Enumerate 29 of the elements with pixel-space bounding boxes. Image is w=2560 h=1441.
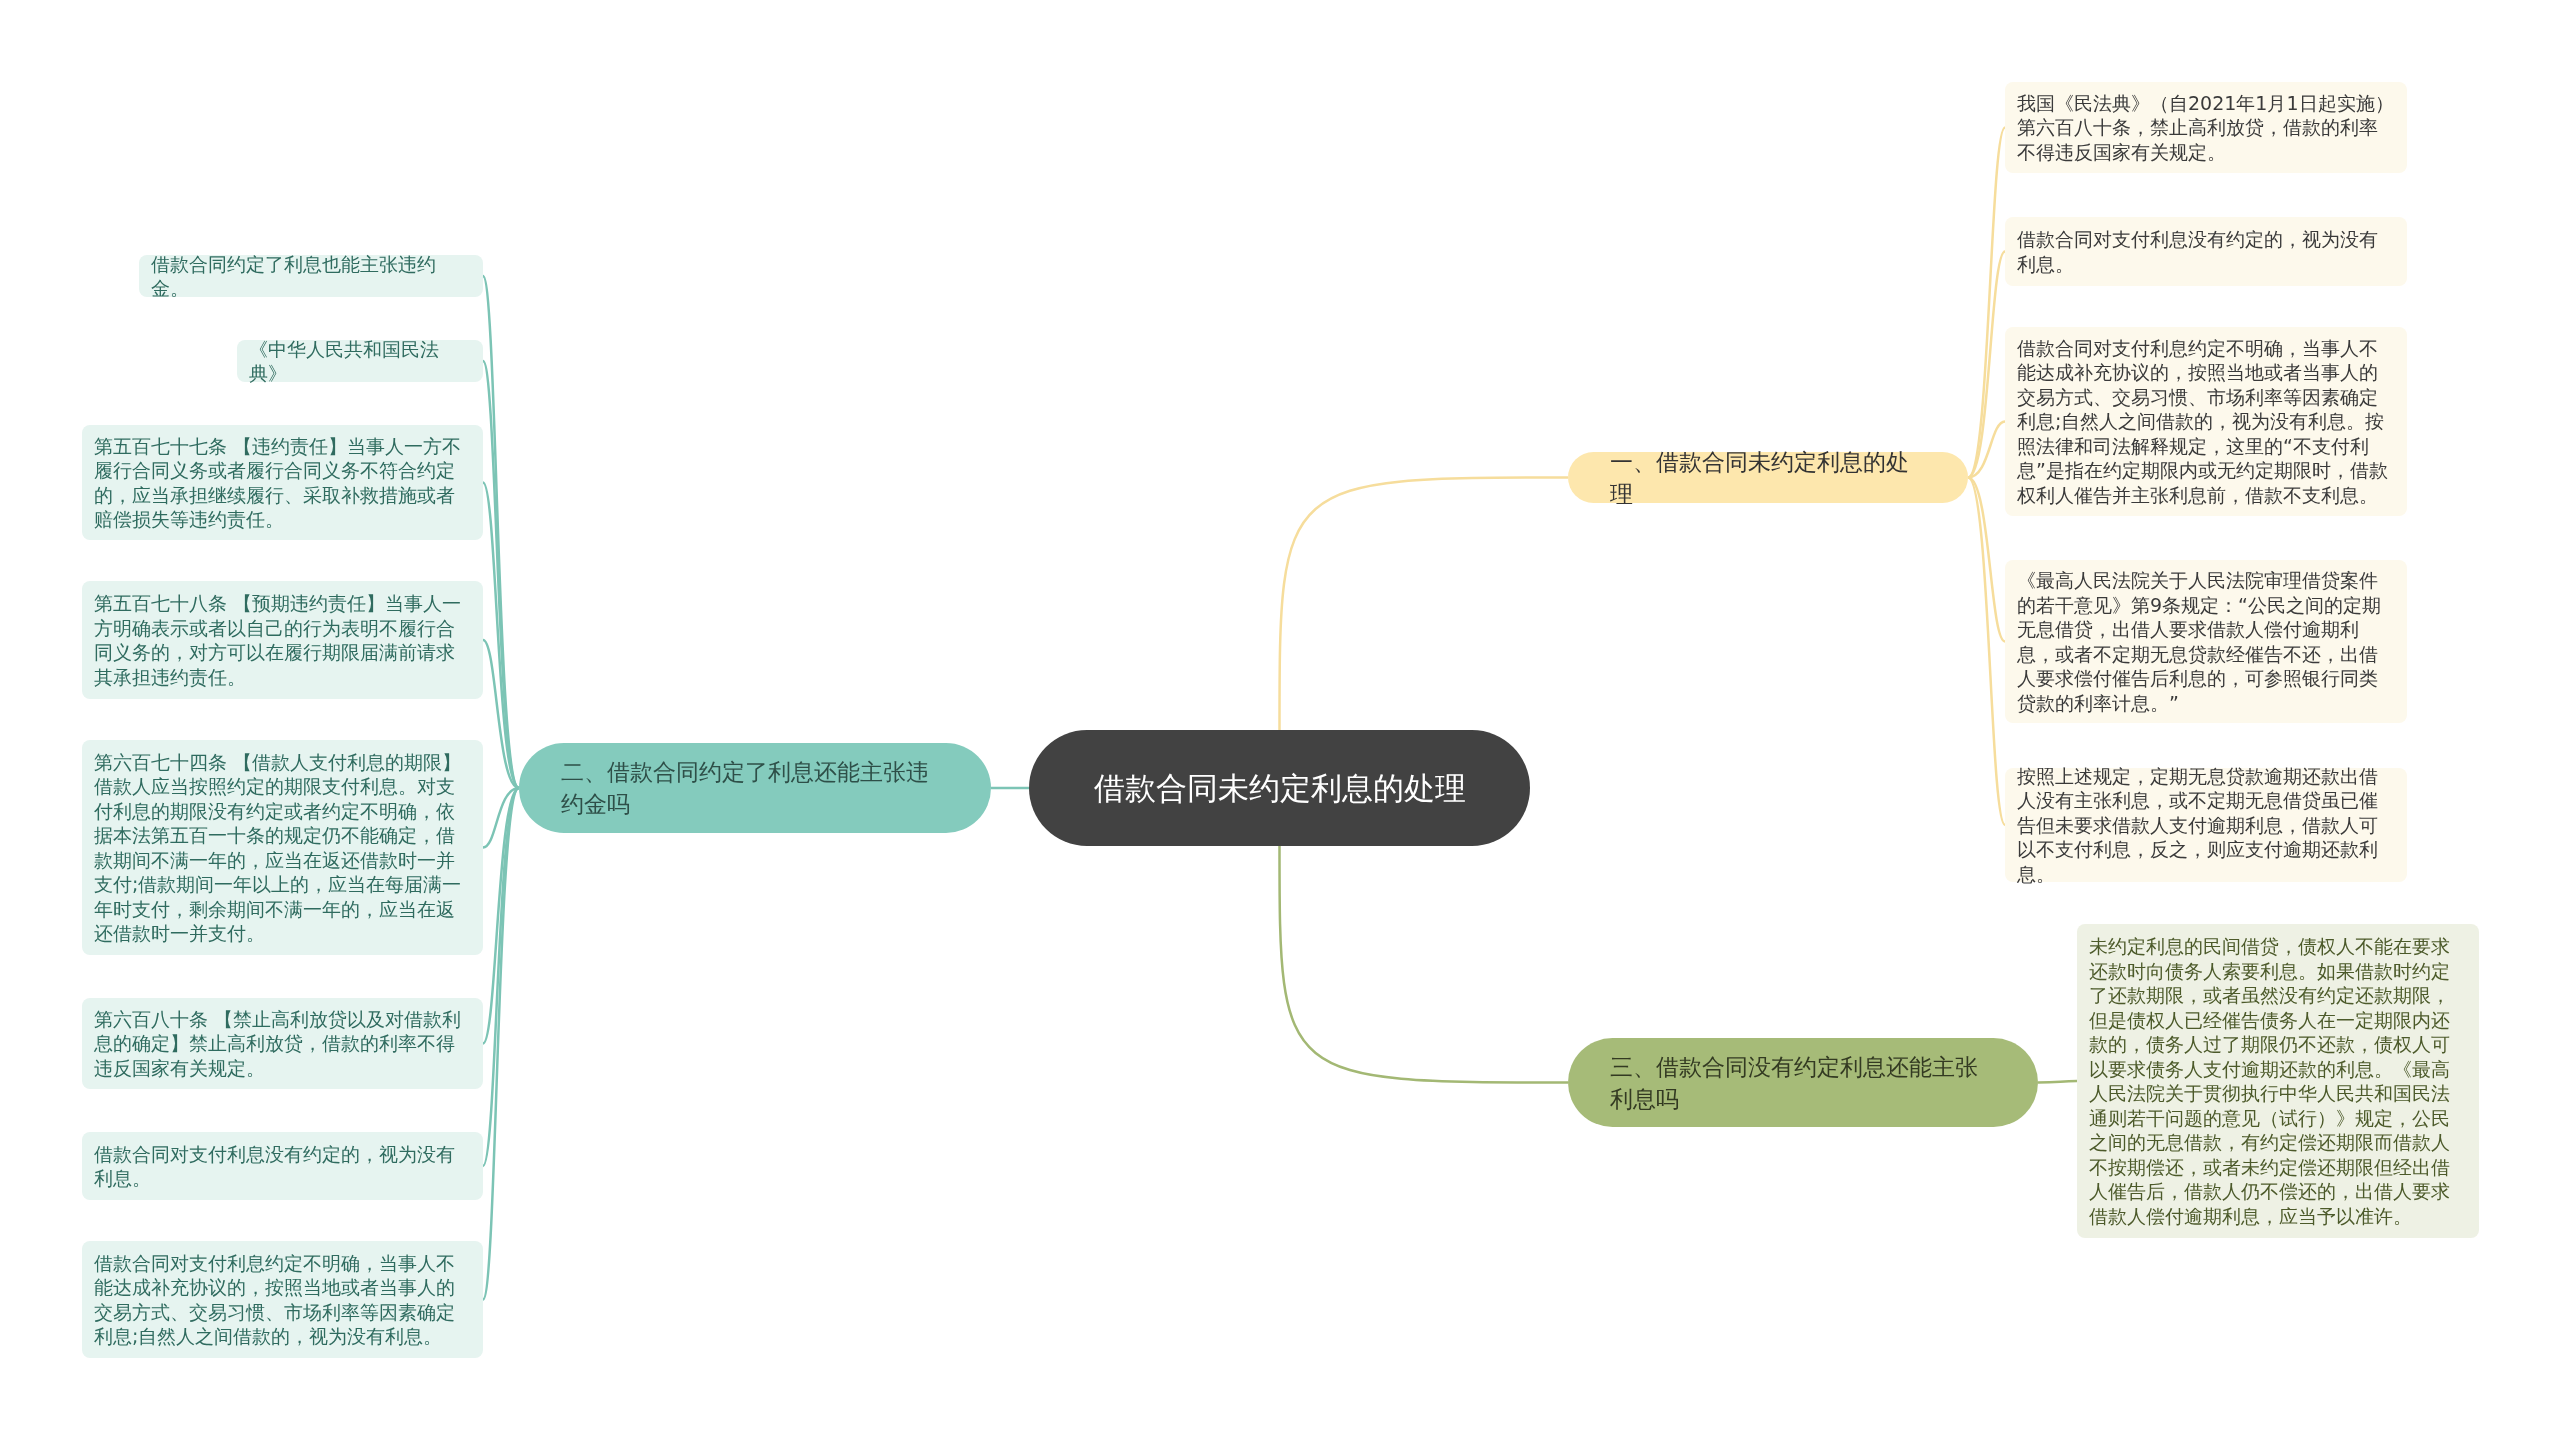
connector-line (991, 786, 1029, 790)
note-box: 第五百七十七条 【违约责任】当事人一方不履行合同义务或者履行合同义务不符合约定的，应当承担继续履行、采取补救措施或者赔偿损失等违约责任。 (82, 425, 483, 540)
connector-line (481, 481, 520, 789)
connector-line (481, 787, 521, 1167)
note-box: 第六百八十条 【禁止高利放贷以及对借款利息的确定】禁止高利放贷，借款的利率不得违反国家有关规定。 (82, 998, 483, 1089)
note-box: 《中华人民共和国民法典》 (237, 340, 483, 382)
note-box: 第六百七十四条 【借款人支付利息的期限】借款人应当按照约定的期限支付利息。对支付利息的期限没有约定或者约定不明确，依据本法第五百一十条的规定仍不能确定，借款期间不满一年的，应当在返还借款时一并支付;借款期间一年以上的，应当在每届满一年时支付，剩余期间不满一年的，应当在返还借款时一并支付。 (82, 740, 483, 955)
branch-topic: 二、借款合同约定了利息还能主张违约金吗 (519, 743, 991, 833)
connector-line (1278, 846, 1568, 1084)
note-box: 《最高人民法院关于人民法院审理借贷案件的若干意见》第9条规定：“公民之间的定期无息借贷，出借人要求借款人偿付逾期利息，或者不定期无息贷款经催告不还，出借人要求偿付催告后利息的，可参照银行同类贷款的利率计息。” (2005, 560, 2407, 723)
connector-line (2038, 1079, 2077, 1084)
note-box: 按照上述规定，定期无息贷款逾期还款出借人没有主张利息，或不定期无息借贷虽已催告但未要求借款人支付逾期利息，借款人可以不支付利息，反之，则应支付逾期还款利息。 (2005, 768, 2407, 882)
connector-line (1967, 250, 2006, 479)
note-box: 我国《民法典》（自2021年1月1日起实施）第六百八十条，禁止高利放贷，借款的利率不得违反国家有关规定。 (2005, 82, 2407, 173)
connector-line (1967, 476, 2006, 643)
branch-topic: 三、借款合同没有约定利息还能主张利息吗 (1568, 1038, 2038, 1127)
branch-topic: 一、借款合同未约定利息的处理 (1568, 452, 1968, 503)
note-box: 未约定利息的民间借贷，债权人不能在要求还款时向债务人索要利息。如果借款时约定了还款期限，或者虽然没有约定还款期限，但是债权人已经催告债务人在一定期限内还款的，债务人过了期限仍不还款，债权人可以要求债务人支付逾期还款的利息。《最高人民法院关于贯彻执行中华人民共和国民法通则若干问题的意见（试行）》规定，公民之间的无息借款，有约定偿还期限而借款人不按期偿还，或者未约定偿还期限但经出借人催告后，借款人仍不偿还的，出借人要求借款人偿付逾期利息，应当予以准许。 (2077, 924, 2479, 1238)
connector-line (1278, 476, 1568, 730)
note-box: 借款合同对支付利息没有约定的，视为没有利息。 (2005, 217, 2407, 286)
connector-line (1967, 126, 2007, 479)
connector-line (1967, 476, 2007, 826)
note-box: 借款合同对支付利息没有约定的，视为没有利息。 (82, 1132, 483, 1200)
note-box: 借款合同对支付利息约定不明确，当事人不能达成补充协议的，按照当地或者当事人的交易方式、交易习惯、市场利率等因素确定利息;自然人之间借款的，视为没有利息。按照法律和司法解释规定，这里的“不支付利息”是指在约定期限内或无约定期限时，借款权利人催告并主张利息前，借款不支利息。 (2005, 327, 2407, 516)
central-topic: 借款合同未约定利息的处理 (1029, 730, 1530, 846)
note-box: 借款合同约定了利息也能主张违约金。 (139, 255, 483, 297)
note-box: 第五百七十八条 【预期违约责任】当事人一方明确表示或者以自己的行为表明不履行合同义务的，对方可以在履行期限届满前请求其承担违约责任。 (82, 581, 483, 699)
note-box: 借款合同对支付利息约定不明确，当事人不能达成补充协议的，按照当地或者当事人的交易方式、交易习惯、市场利率等因素确定利息;自然人之间借款的，视为没有利息。 (82, 1241, 483, 1358)
connector-line (481, 787, 521, 1300)
